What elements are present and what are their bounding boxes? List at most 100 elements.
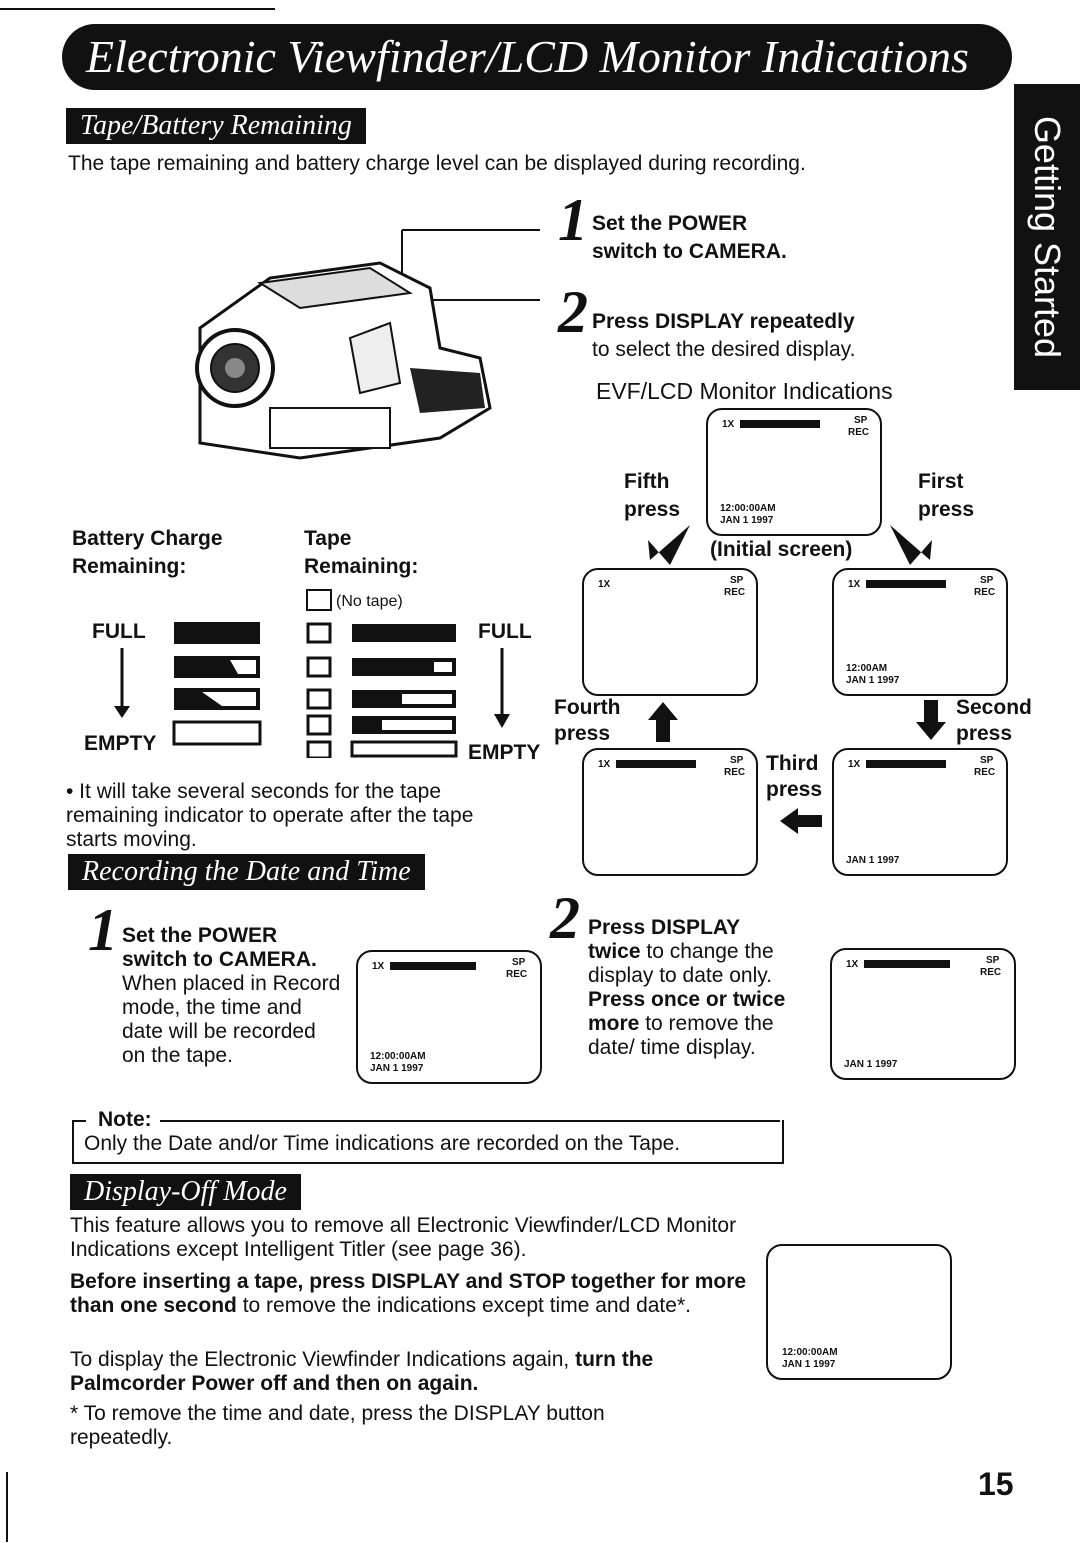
screen-fourth: 1X SP REC [582, 568, 758, 696]
screen-second: 1X SP REC JAN 1 1997 [832, 748, 1008, 876]
no-tape-icon [306, 589, 332, 611]
display-off-p2-rest: to remove the indications except time an… [236, 1294, 691, 1317]
fifth-press-1: Fifth [624, 470, 670, 493]
dt-step1-text: When placed in Record mode, the time and… [122, 972, 341, 1067]
dt-step1-bold-2: switch to CAMERA. [122, 948, 317, 971]
rec-indicator: REC [724, 767, 746, 778]
step2-line2: to select the desired display. [592, 338, 856, 361]
intro-text: The tape remaining and battery charge le… [68, 152, 806, 175]
tape-full-label: FULL [478, 620, 532, 643]
tape-battery-bar [864, 960, 950, 968]
zoom-indicator: 1X [848, 579, 861, 590]
side-tab: Getting Started [1014, 84, 1080, 390]
third-press-1: Third [766, 752, 819, 775]
sp-indicator: SP [730, 575, 744, 586]
display-off-p3: To display the Electronic Viewfinder Ind… [70, 1348, 750, 1396]
note-top-rule [160, 1120, 780, 1122]
step1-line1: Set the POWER [592, 212, 748, 235]
screen-date-only: 1X SP REC JAN 1 1997 [830, 948, 1016, 1080]
display-off-p3-b: turn the Palmcorder Power off and then o… [70, 1348, 654, 1395]
zoom-indicator: 1X [848, 759, 861, 770]
tape-battery-bar [740, 420, 820, 428]
zoom-indicator: 1X [722, 419, 735, 430]
tape-indicator-note: • It will take several seconds for the t… [66, 780, 474, 851]
page-number: 15 [978, 1466, 1014, 1502]
sp-indicator: SP [986, 955, 1000, 966]
dt-step1-number: 1 [88, 897, 118, 963]
zoom-indicator: 1X [598, 759, 611, 770]
display-off-p3-a: To display the Electronic Viewfinder Ind… [70, 1348, 576, 1371]
date-display: JAN 1 1997 [846, 855, 900, 866]
second-press-1: Second [956, 696, 1032, 719]
step2-number: 2 [558, 279, 588, 345]
section-heading-display-off: Display-Off Mode [70, 1174, 301, 1210]
fifth-press-2: press [624, 498, 681, 521]
first-press-2: press [918, 498, 975, 521]
tape-empty-label: EMPTY [468, 741, 541, 764]
dt-step2-number: 2 [550, 885, 580, 951]
zoom-indicator: 1X [598, 579, 611, 590]
sp-indicator: SP [980, 755, 994, 766]
zoom-indicator: 1X [846, 959, 859, 970]
dt-step2-e: to remove the date/ time display. [588, 1012, 774, 1059]
sp-indicator: SP [980, 575, 994, 586]
rec-indicator: REC [506, 969, 528, 980]
third-press-2: press [766, 778, 823, 801]
section-heading-tape-battery: Tape/Battery Remaining [66, 108, 366, 144]
display-off-p1: This feature allows you to remove all El… [70, 1214, 737, 1261]
battery-full-label: FULL [92, 620, 146, 643]
rec-indicator: REC [980, 967, 1002, 978]
battery-label-1: Battery Charge [72, 527, 223, 550]
date-display: JAN 1 1997 [846, 675, 900, 686]
fourth-press-1: Fourth [554, 696, 621, 719]
screen-date-time: 1X SP REC 12:00:00AM JAN 1 1997 [356, 950, 542, 1084]
date-display: JAN 1 1997 [844, 1059, 898, 1070]
top-rule [0, 8, 275, 10]
tape-label-2: Remaining: [304, 555, 419, 578]
arrow-fifth-icon [648, 525, 690, 565]
fourth-press-2: press [554, 722, 611, 745]
sp-indicator: SP [512, 957, 526, 968]
dt-step2-a: Press DISPLAY [588, 916, 741, 939]
dt-step1-bold-1: Set the POWER [122, 924, 278, 947]
time-display: 12:00:00AM [370, 1051, 426, 1062]
display-off-p2-bold: Before inserting a tape, press DISPLAY a… [70, 1270, 747, 1317]
note-text: Only the Date and/or Time indications ar… [84, 1132, 681, 1155]
date-display: JAN 1 1997 [782, 1359, 836, 1370]
tape-label-1: Tape [304, 527, 352, 550]
page-title: Electronic Viewfinder/LCD Monitor Indica… [62, 24, 1012, 90]
time-display: 12:00:00AM [720, 503, 776, 514]
battery-label-2: Remaining: [72, 555, 187, 578]
battery-tape-levels [114, 622, 510, 758]
dt-step2-b: twice [588, 940, 641, 963]
no-tape-label: (No tape) [336, 593, 403, 610]
note-top-rule-left [72, 1120, 86, 1122]
arrow-fourth-icon [648, 702, 678, 742]
step1-number: 1 [558, 187, 588, 253]
second-press-2: press [956, 722, 1013, 745]
display-off-footnote: * To remove the time and date, press the… [70, 1402, 605, 1449]
zoom-indicator: 1X [372, 961, 385, 972]
dt-step2-c: to change the display to date only. [588, 940, 774, 987]
side-tab-label: Getting Started [1027, 115, 1068, 359]
sp-indicator: SP [730, 755, 744, 766]
tape-battery-bar [390, 962, 476, 970]
tape-battery-bar [616, 760, 696, 768]
dt-step2-d: Press once or twice more [588, 988, 786, 1035]
arrow-second-icon [916, 700, 946, 740]
display-off-p2: Before inserting a tape, press DISPLAY a… [70, 1270, 750, 1318]
battery-empty-label: EMPTY [84, 732, 157, 755]
screen-display-off: 12:00:00AM JAN 1 1997 [766, 1244, 952, 1380]
left-margin-rule [6, 1472, 8, 1542]
section-heading-date-time: Recording the Date and Time [68, 854, 425, 890]
time-display: 12:00:00AM [782, 1347, 838, 1358]
rec-indicator: REC [848, 427, 870, 438]
rec-indicator: REC [974, 587, 996, 598]
time-display: 12:00AM [846, 663, 888, 674]
first-press-1: First [918, 470, 964, 493]
tape-battery-bar [866, 760, 946, 768]
screen-third: 1X SP REC [582, 748, 758, 876]
arrow-first-icon [890, 525, 932, 565]
arrow-third-icon [780, 808, 822, 834]
